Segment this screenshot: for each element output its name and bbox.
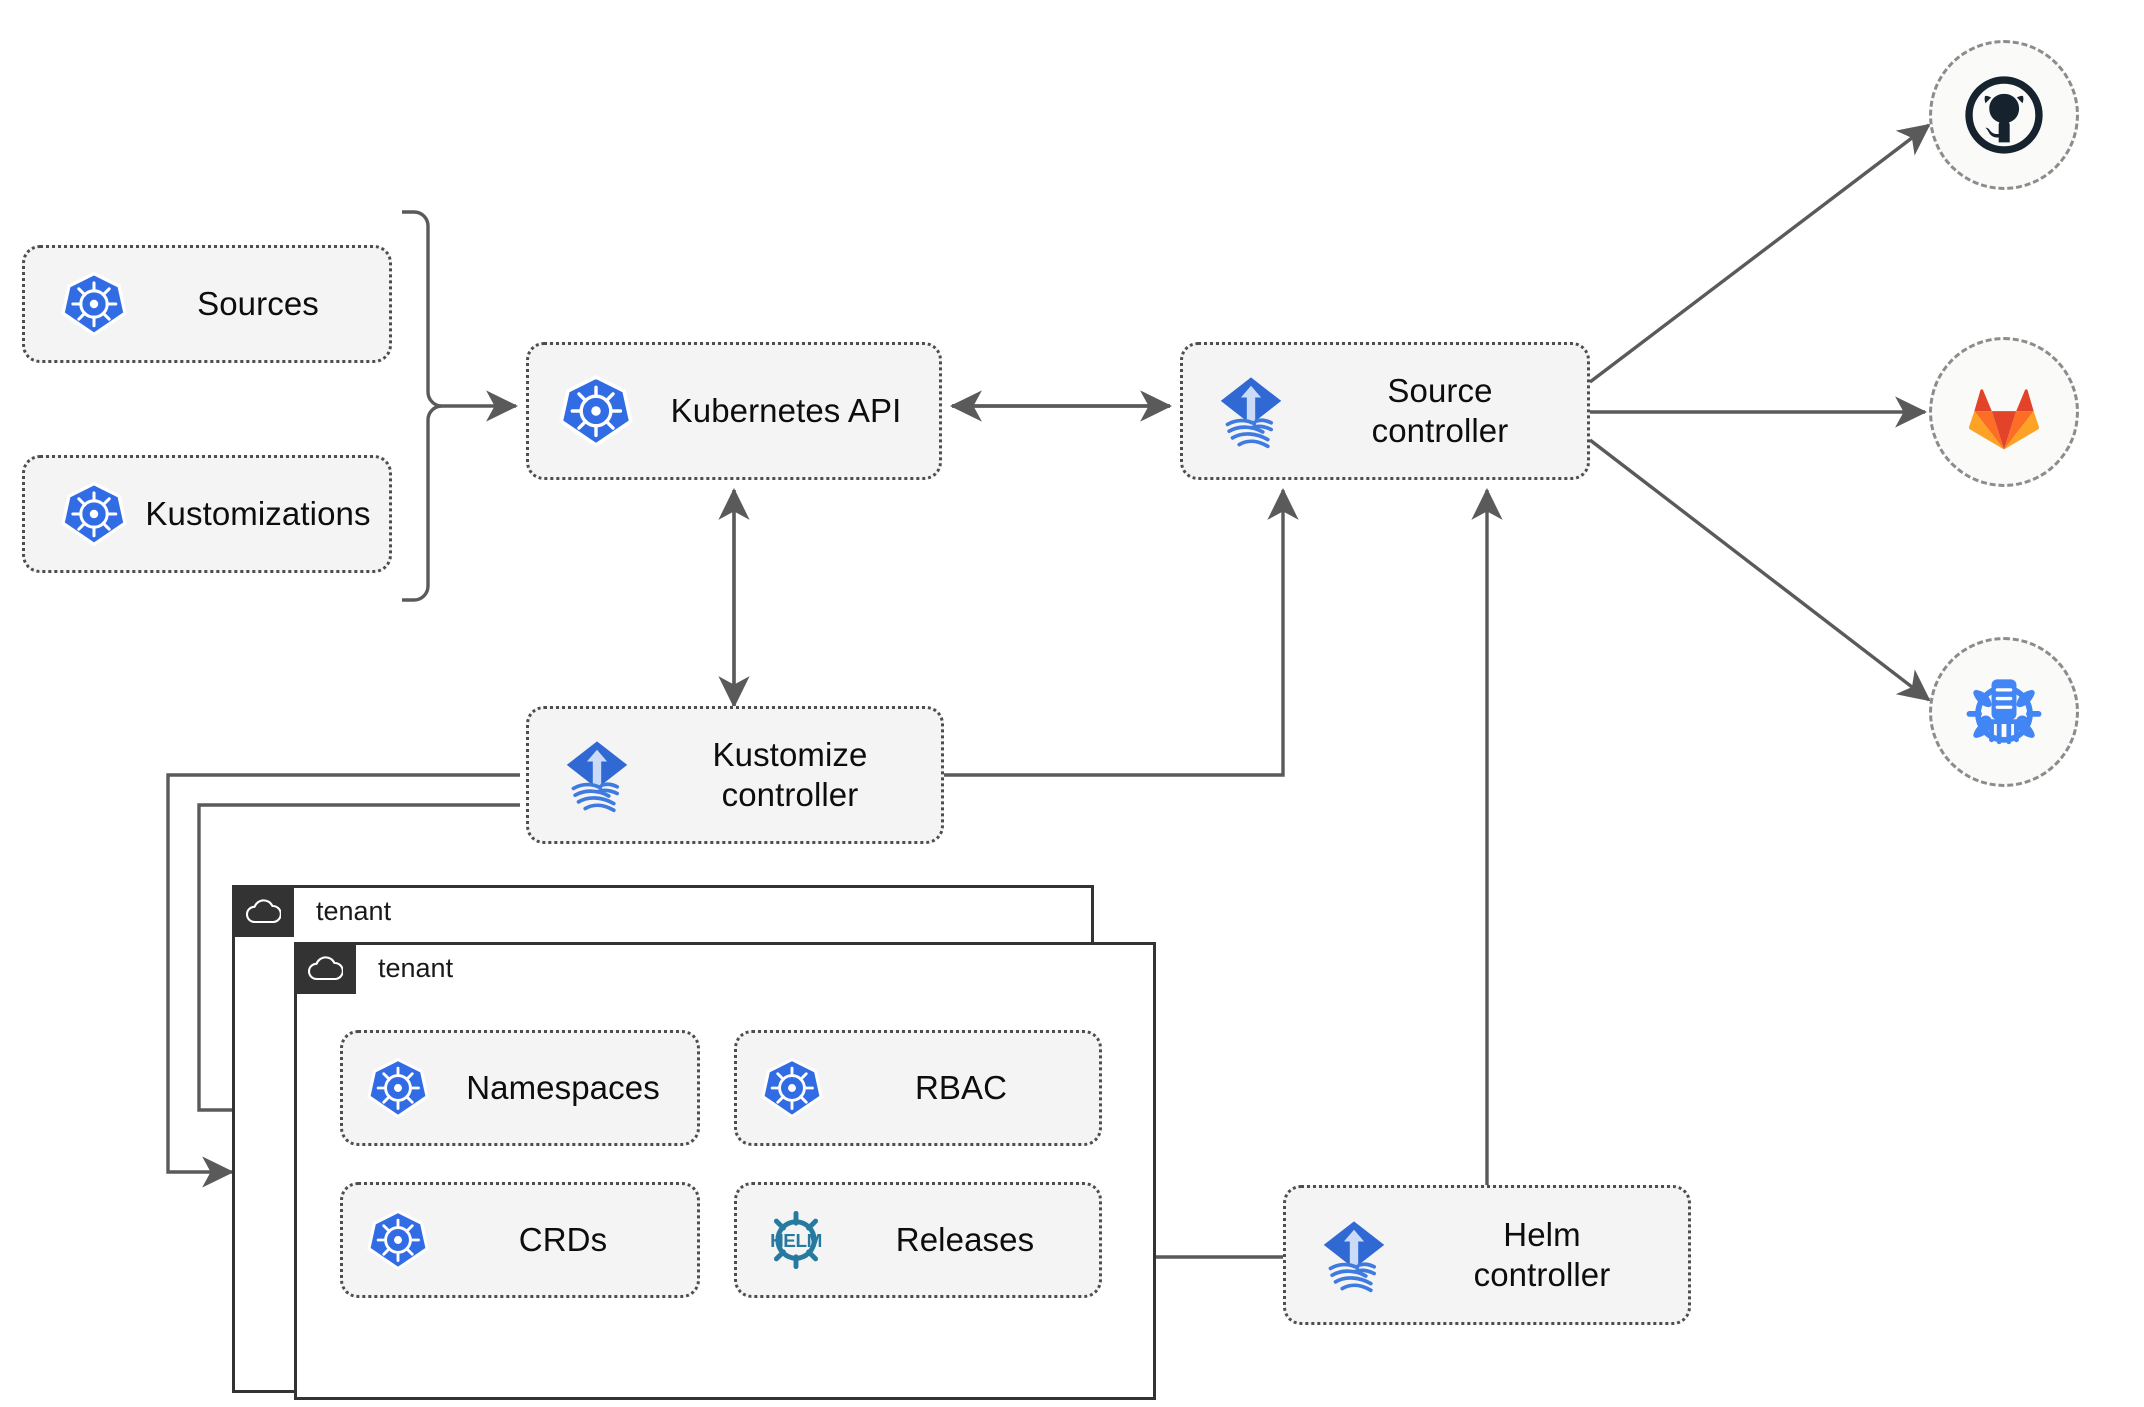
node-label: CRDs (518, 1220, 608, 1258)
node-label: RBAC (914, 1068, 1008, 1106)
tenant-header: tenant (232, 885, 391, 937)
flux-icon (1209, 369, 1293, 453)
tenant-label: tenant (378, 952, 454, 983)
tenant-header: tenant (294, 942, 453, 994)
kubernetes-icon (367, 1209, 429, 1271)
kubernetes-icon (559, 374, 633, 448)
provider-gitlab[interactable]: GitLab (1929, 337, 2079, 487)
kubernetes-icon (761, 1057, 823, 1119)
node-releases[interactable]: HELM Releases (734, 1182, 1102, 1298)
provider-helm-repository[interactable]: Helm repository (1929, 637, 2079, 787)
wire-kustomize-to-source (944, 487, 1299, 777)
node-helm-controller[interactable]: Helm controller (1283, 1185, 1691, 1325)
node-label: Helm controller (1473, 1215, 1611, 1293)
node-source-controller[interactable]: Source controller (1180, 342, 1590, 480)
wire-source-to-helmrepo (1588, 438, 1931, 702)
tenant-frame-front: tenant (294, 942, 1156, 1400)
node-label: Kubernetes API (670, 391, 902, 429)
node-kustomize-controller[interactable]: Kustomize controller (526, 706, 944, 844)
node-kubernetes-api[interactable]: Kubernetes API (526, 342, 942, 480)
flux-icon (1312, 1213, 1396, 1297)
resources-bracket (402, 210, 519, 602)
cloud-icon (232, 885, 294, 937)
tenant-label: tenant (316, 895, 392, 926)
github-icon (1965, 76, 2043, 154)
node-label: Sources (197, 284, 319, 322)
cloud-icon (294, 942, 356, 994)
node-label: Releases (895, 1220, 1035, 1258)
node-namespaces[interactable]: Namespaces (340, 1030, 700, 1146)
flux-icon (555, 733, 639, 817)
node-crds[interactable]: CRDs (340, 1182, 700, 1298)
node-rbac[interactable]: RBAC (734, 1030, 1102, 1146)
provider-github[interactable]: GitHub (1929, 40, 2079, 190)
wire-source-to-github (1588, 123, 1931, 384)
kubernetes-icon (61, 481, 127, 547)
node-label: Source controller (1371, 371, 1509, 449)
kubernetes-icon (61, 271, 127, 337)
gitlab-icon (1968, 389, 2040, 450)
node-sources[interactable]: Sources (22, 245, 392, 363)
kubernetes-icon (367, 1057, 429, 1119)
helm-repository-icon (1966, 679, 2042, 745)
node-label: Kustomize controller (712, 735, 868, 813)
node-kustomizations[interactable]: Kustomizations (22, 455, 392, 573)
node-label: Kustomizations (145, 494, 371, 532)
helm-icon: HELM (761, 1205, 831, 1275)
svg-text:HELM: HELM (770, 1231, 822, 1252)
node-label: Namespaces (466, 1068, 660, 1106)
